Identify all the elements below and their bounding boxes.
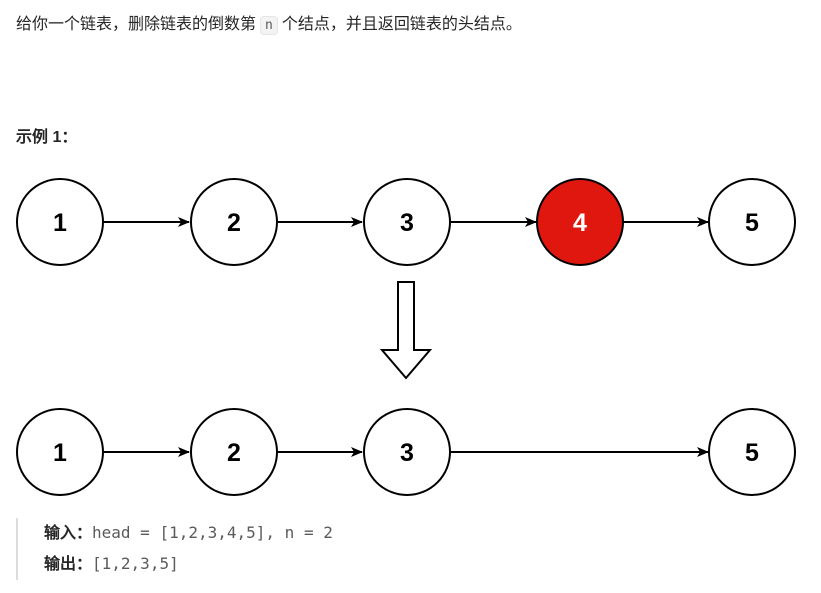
output-label: 输出： (44, 556, 93, 573)
bottom-node-3: 3 (363, 408, 451, 496)
bottom-node-2-label: 2 (227, 439, 241, 467)
transform-down-arrow (379, 281, 433, 380)
top-node-1-label: 1 (53, 209, 67, 237)
top-node-4-removed: 4 (536, 178, 624, 266)
problem-text-before: 给你一个链表，删除链表的倒数第 (16, 16, 257, 33)
bottom-node-5: 5 (708, 408, 796, 496)
example-io-block: 输入：head = [1,2,3,4,5], n = 2 输出：[1,2,3,5… (16, 518, 333, 580)
input-value: head = [1,2,3,4,5], n = 2 (92, 523, 333, 542)
input-line: 输入：head = [1,2,3,4,5], n = 2 (44, 518, 333, 549)
top-node-3: 3 (363, 178, 451, 266)
inline-code-n: n (260, 16, 278, 35)
top-node-4-label: 4 (573, 209, 587, 237)
bottom-node-5-label: 5 (745, 439, 759, 467)
bottom-node-2: 2 (190, 408, 278, 496)
output-line: 输出：[1,2,3,5] (44, 549, 333, 580)
top-node-3-label: 3 (400, 209, 414, 237)
top-node-1: 1 (16, 178, 104, 266)
bottom-node-1-label: 1 (53, 439, 67, 467)
output-value: [1,2,3,5] (92, 554, 179, 573)
example-title: 示例 1： (16, 129, 78, 146)
top-node-2-label: 2 (227, 209, 241, 237)
top-node-2: 2 (190, 178, 278, 266)
problem-text-after: 个结点，并且返回链表的头结点。 (281, 16, 522, 33)
input-label: 输入： (44, 525, 93, 542)
linked-list-diagram: 1 2 3 4 5 1 2 3 5 (16, 178, 796, 496)
top-node-5: 5 (708, 178, 796, 266)
bottom-node-1: 1 (16, 408, 104, 496)
top-node-5-label: 5 (745, 209, 759, 237)
bottom-node-3-label: 3 (400, 439, 414, 467)
